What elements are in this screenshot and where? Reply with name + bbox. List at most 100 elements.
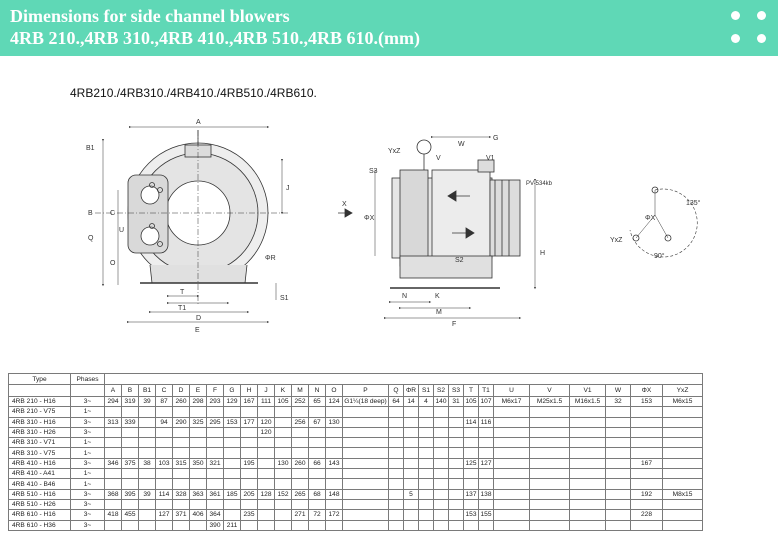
header-cell: Phases (70, 373, 105, 385)
value-cell (342, 468, 389, 480)
value-cell (342, 437, 389, 449)
value-cell (493, 519, 530, 531)
value-cell (342, 478, 389, 490)
value-cell (403, 509, 419, 521)
value-cell: 107 (478, 395, 494, 408)
column-header: N (308, 384, 326, 397)
value-cell (529, 447, 570, 459)
value-cell (569, 457, 606, 470)
value-cell (257, 437, 275, 449)
value-cell: 3~ (70, 498, 105, 511)
drawing-labels: A B1 B C Q O E J T T1 D ΦR S1 U YxZ V W … (86, 119, 701, 334)
value-cell (274, 478, 292, 490)
value-cell (630, 498, 663, 511)
value-cell (172, 478, 190, 490)
value-cell (630, 447, 663, 459)
dim-label: ΦX (645, 215, 656, 222)
value-cell (605, 468, 631, 480)
column-header: YxZ (662, 384, 703, 397)
value-cell (569, 416, 606, 428)
value-cell (291, 519, 309, 531)
value-cell (325, 498, 343, 511)
value-cell (433, 447, 449, 459)
value-cell: 3~ (70, 488, 105, 500)
value-cell: 152 (274, 488, 292, 500)
dim-label: D (196, 315, 201, 322)
value-cell (448, 406, 464, 418)
value-cell (138, 468, 156, 480)
value-cell (138, 406, 156, 418)
value-cell (223, 509, 241, 521)
value-cell (206, 447, 224, 459)
value-cell (605, 488, 631, 500)
value-cell (240, 437, 258, 449)
value-cell (403, 498, 419, 511)
value-cell (403, 426, 419, 439)
value-cell: 177 (240, 416, 258, 428)
value-cell: 105 (274, 395, 292, 408)
value-cell: 129 (223, 395, 241, 408)
value-cell (463, 478, 479, 490)
value-cell (662, 509, 703, 521)
dim-label: S3 (369, 168, 378, 175)
value-cell (206, 406, 224, 418)
value-cell (308, 519, 326, 531)
value-cell: 361 (206, 488, 224, 500)
value-cell (342, 457, 389, 470)
value-cell: M6x17 (493, 395, 530, 408)
value-cell (433, 416, 449, 428)
value-cell: 1~ (70, 478, 105, 490)
value-cell (418, 488, 434, 500)
value-cell (104, 437, 122, 449)
value-cell (104, 498, 122, 511)
value-cell (605, 457, 631, 470)
value-cell (223, 437, 241, 449)
value-cell (569, 498, 606, 511)
value-cell: 192 (630, 488, 663, 500)
value-cell: 105 (463, 395, 479, 408)
value-cell: 260 (172, 395, 190, 408)
value-cell (478, 437, 494, 449)
value-cell: 153 (223, 416, 241, 428)
value-cell (448, 509, 464, 521)
type-cell: 4RB 610 - H16 (8, 509, 71, 521)
value-cell (478, 447, 494, 459)
value-cell (493, 416, 530, 428)
dim-label: O (110, 260, 116, 267)
value-cell: 371 (172, 509, 190, 521)
model-line: 4RB210./4RB310./4RB410./4RB510./4RB610. (70, 86, 317, 100)
value-cell: 4 (418, 395, 434, 408)
value-cell (493, 426, 530, 439)
column-header: S3 (448, 384, 464, 397)
value-cell (493, 478, 530, 490)
value-cell (257, 519, 275, 531)
dim-label: B1 (86, 145, 95, 152)
column-header: V (529, 384, 570, 397)
value-cell (529, 488, 570, 500)
value-cell (493, 447, 530, 459)
value-cell: 319 (121, 395, 139, 408)
value-cell (155, 437, 173, 449)
value-cell: G1¼(18 deep) (342, 395, 389, 408)
value-cell (448, 478, 464, 490)
value-cell: 395 (121, 488, 139, 500)
page-title: Dimensions for side channel blowers (10, 6, 290, 26)
value-cell (403, 406, 419, 418)
value-cell (155, 468, 173, 480)
value-cell (121, 519, 139, 531)
value-cell: 3~ (70, 509, 105, 521)
value-cell (433, 488, 449, 500)
value-cell: 325 (189, 416, 207, 428)
value-cell (223, 478, 241, 490)
value-cell: 67 (308, 416, 326, 428)
value-cell (605, 437, 631, 449)
value-cell (418, 519, 434, 531)
value-cell (493, 498, 530, 511)
value-cell (529, 519, 570, 531)
